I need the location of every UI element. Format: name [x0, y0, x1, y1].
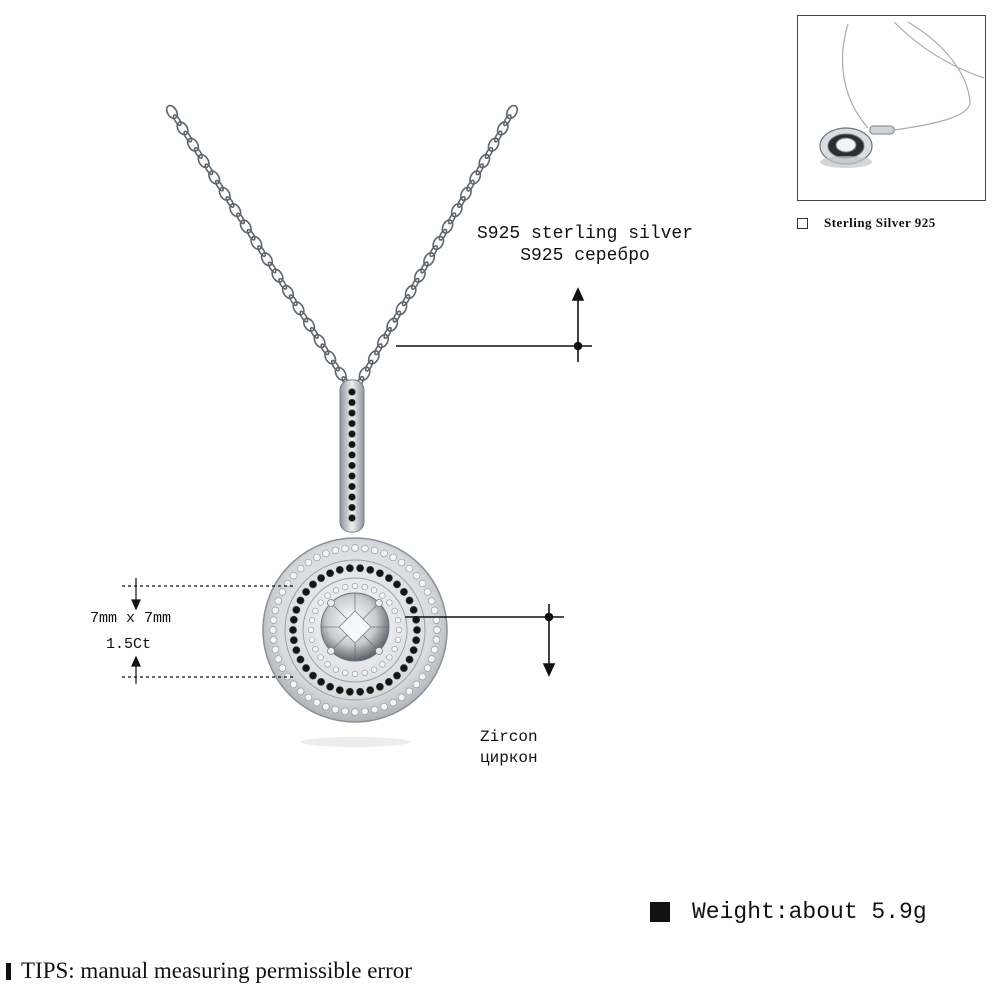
- chain-link: [165, 104, 179, 120]
- solid-square-icon: [650, 902, 670, 922]
- chain-link: [197, 153, 210, 169]
- chain-link: [410, 277, 420, 290]
- chain-link: [208, 170, 221, 185]
- chain-link: [475, 163, 485, 176]
- chain-link: [214, 179, 224, 192]
- chain-link: [302, 317, 316, 332]
- chain-link: [392, 310, 402, 323]
- chain-link: [299, 310, 309, 323]
- chain-link: [377, 333, 390, 349]
- chain-link: [505, 104, 519, 120]
- chain-link: [246, 228, 256, 241]
- chain-link: [218, 186, 231, 201]
- chain-link: [229, 203, 242, 218]
- chain-pointer: [396, 287, 592, 362]
- tips-text: TIPS: manual measuring permissible error: [21, 958, 412, 983]
- weight-row: Weight:about 5.9g: [650, 896, 927, 928]
- chain-link: [278, 277, 288, 290]
- chain-link: [271, 268, 284, 283]
- chain-link: [441, 219, 454, 234]
- zircon-label-en: Zircon: [480, 728, 538, 746]
- chain-link: [429, 244, 439, 258]
- zircon-pointer: [405, 604, 564, 677]
- chain-link: [432, 235, 445, 251]
- chain-link: [225, 196, 235, 208]
- chain-link: [450, 202, 463, 218]
- chain-link: [503, 114, 512, 127]
- thumbnail-image: [797, 15, 986, 201]
- chain-link: [288, 294, 298, 307]
- chain-link: [447, 212, 457, 225]
- size-dimension-marks: [122, 578, 296, 684]
- chain-link: [176, 121, 189, 136]
- chain-material-label-en: S925 sterling silver: [476, 224, 694, 244]
- weight-text: Weight:about 5.9g: [692, 899, 927, 925]
- chain-link: [404, 284, 417, 300]
- stone-dimensions: 7mm x 7mm: [90, 610, 172, 627]
- chain-link: [423, 251, 436, 267]
- bail: [339, 379, 365, 533]
- chain-link: [484, 146, 494, 160]
- chain-link: [364, 359, 374, 372]
- chain-link: [401, 294, 411, 307]
- chain-link: [466, 179, 475, 192]
- chain-link: [459, 186, 472, 202]
- chain-link: [313, 333, 326, 349]
- chain-link: [496, 121, 509, 136]
- chain-link: [257, 245, 267, 258]
- zircon-label-ru: циркон: [480, 749, 538, 767]
- chain-link: [309, 326, 319, 339]
- thumbnail-caption-text: Sterling Silver 925: [824, 215, 936, 230]
- chain-link: [374, 343, 383, 356]
- chain-link: [367, 350, 380, 365]
- chain-link: [204, 163, 214, 176]
- chain-link: [193, 146, 203, 159]
- stone-size-label: 7mm x 7mm 1.5Ct: [90, 606, 200, 658]
- thumbnail-caption: Sterling Silver 925: [797, 212, 936, 234]
- vertical-bar-icon: [6, 962, 11, 980]
- chain-link: [250, 235, 263, 251]
- chain-link: [487, 137, 500, 153]
- chain-link: [260, 252, 274, 267]
- chain-link: [334, 366, 347, 381]
- hollow-square-icon: [797, 217, 808, 229]
- chain-link: [320, 343, 330, 356]
- pendant-disc: [262, 537, 448, 723]
- chain-link: [469, 170, 482, 185]
- chain-link: [358, 366, 371, 382]
- chain-link: [420, 261, 429, 274]
- chain-link: [267, 261, 277, 274]
- chain-link: [172, 114, 182, 127]
- chain-link: [186, 137, 200, 152]
- chain-link: [281, 284, 295, 300]
- tips-row: TIPS: manual measuring permissible error: [6, 955, 412, 987]
- zircon-label: Zircon циркон: [480, 727, 570, 769]
- chain-link: [183, 130, 193, 143]
- chain-link: [395, 301, 408, 316]
- chain-material-label: S925 sterling silver S925 серебро: [470, 223, 700, 267]
- chain-link: [330, 359, 340, 372]
- chain-link: [292, 301, 305, 316]
- chain-link: [438, 228, 448, 241]
- chain-link: [457, 195, 466, 209]
- chain: [165, 104, 519, 389]
- chain-link: [239, 219, 252, 234]
- chain-link: [386, 317, 399, 333]
- chain-link: [478, 153, 491, 169]
- chain-link: [324, 350, 337, 365]
- chain-link: [383, 326, 392, 340]
- chain-link: [413, 268, 426, 283]
- chain-link: [236, 212, 246, 225]
- chain-link: [493, 130, 503, 143]
- chain-material-label-ru: S925 серебро: [520, 246, 650, 266]
- stone-carat: 1.5Ct: [106, 636, 152, 653]
